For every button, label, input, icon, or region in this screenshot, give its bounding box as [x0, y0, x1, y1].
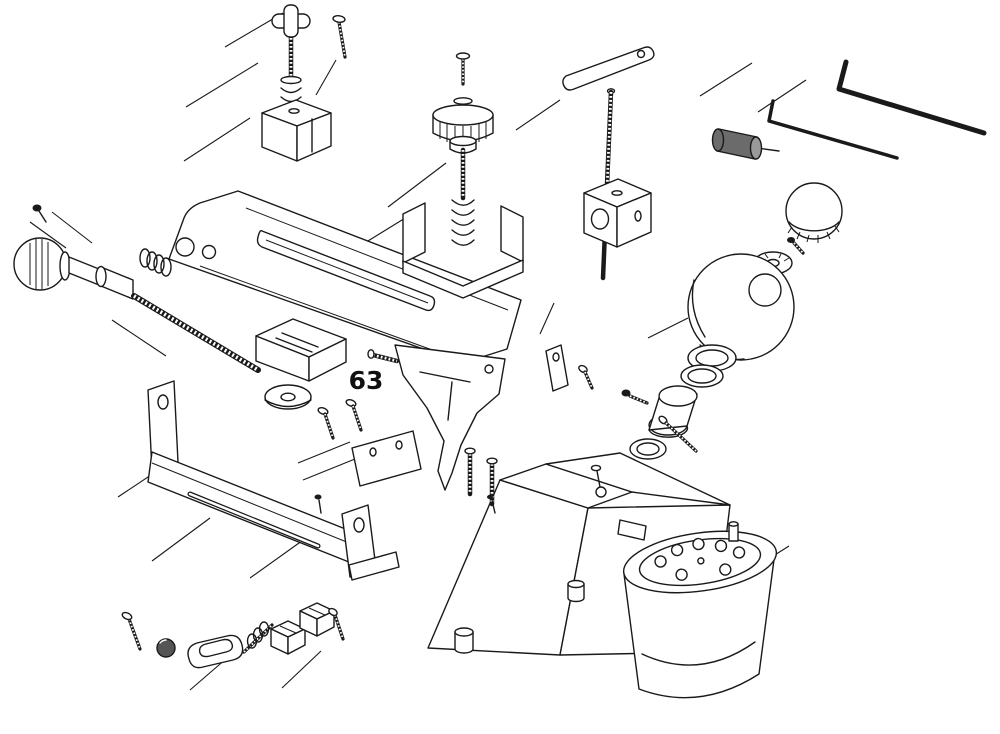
- machine-screw: [332, 15, 347, 59]
- set-screw: [32, 204, 42, 212]
- blower-housing: [687, 253, 795, 361]
- part-63: 63: [349, 349, 400, 395]
- plate-screws: [314, 399, 363, 514]
- thumb-screw: [121, 611, 142, 651]
- block-hole: [590, 208, 610, 230]
- arm-boss: [175, 237, 195, 257]
- bearing-ring: [629, 438, 667, 460]
- mount-bracket: [545, 344, 594, 392]
- foot: [567, 583, 585, 603]
- knob-screw: [787, 237, 795, 243]
- clamp-jaw: [270, 620, 306, 655]
- steel-ball: [156, 638, 176, 658]
- blade-wrench: [562, 46, 655, 91]
- base-screws: [464, 447, 607, 514]
- lower-arm-housing: [394, 344, 506, 491]
- slide-block: [255, 318, 347, 382]
- main-arm-frame: [168, 190, 522, 364]
- arm-slot: [256, 229, 436, 312]
- round-knob: [785, 182, 843, 240]
- part-number-label: 63: [349, 366, 384, 395]
- vent-slot: [617, 519, 647, 541]
- pivot-block: [583, 178, 652, 248]
- wing-knob-assembly: [261, 4, 332, 162]
- jaw-screw: [328, 607, 345, 641]
- knurled-knob: [13, 237, 67, 291]
- cover-plate: [351, 430, 422, 487]
- tension-assembly: [402, 52, 524, 299]
- hex-wrench-large: [836, 59, 987, 136]
- washer: [453, 97, 473, 105]
- hex-wrench-small: [767, 99, 899, 160]
- spring-stud: [242, 621, 274, 654]
- foot: [454, 631, 474, 654]
- pulley-disc: [264, 384, 312, 410]
- screw-head: [455, 52, 471, 60]
- motor: [622, 521, 778, 699]
- clamp-jaw: [299, 602, 335, 637]
- washer: [280, 75, 302, 85]
- spring: [451, 199, 475, 246]
- rod-end-link: [187, 634, 244, 669]
- feed-screw-assembly: [13, 204, 261, 373]
- spring: [139, 248, 151, 268]
- brush-cylinder: [711, 128, 780, 160]
- spring-bracket: [402, 202, 426, 264]
- support-yoke: [147, 380, 400, 581]
- set-screw: [621, 389, 631, 397]
